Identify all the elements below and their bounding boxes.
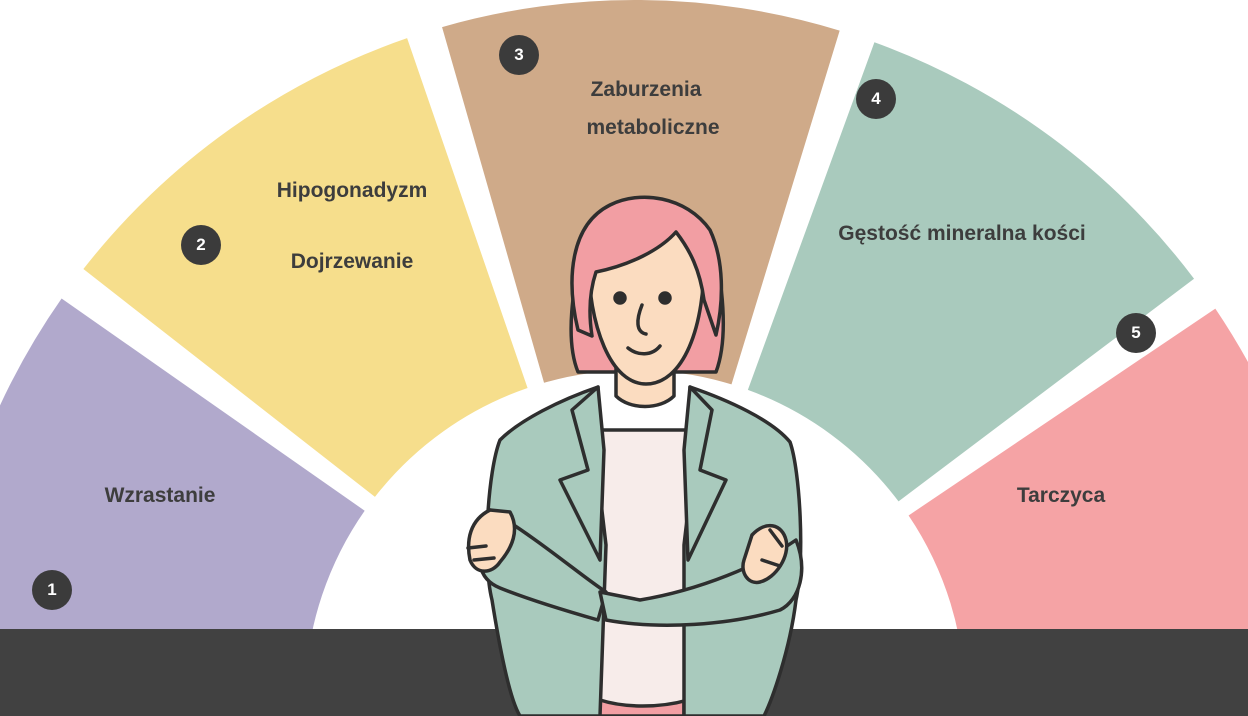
left-eye: [615, 293, 625, 303]
right-eye: [660, 293, 670, 303]
shirt: [600, 430, 688, 706]
